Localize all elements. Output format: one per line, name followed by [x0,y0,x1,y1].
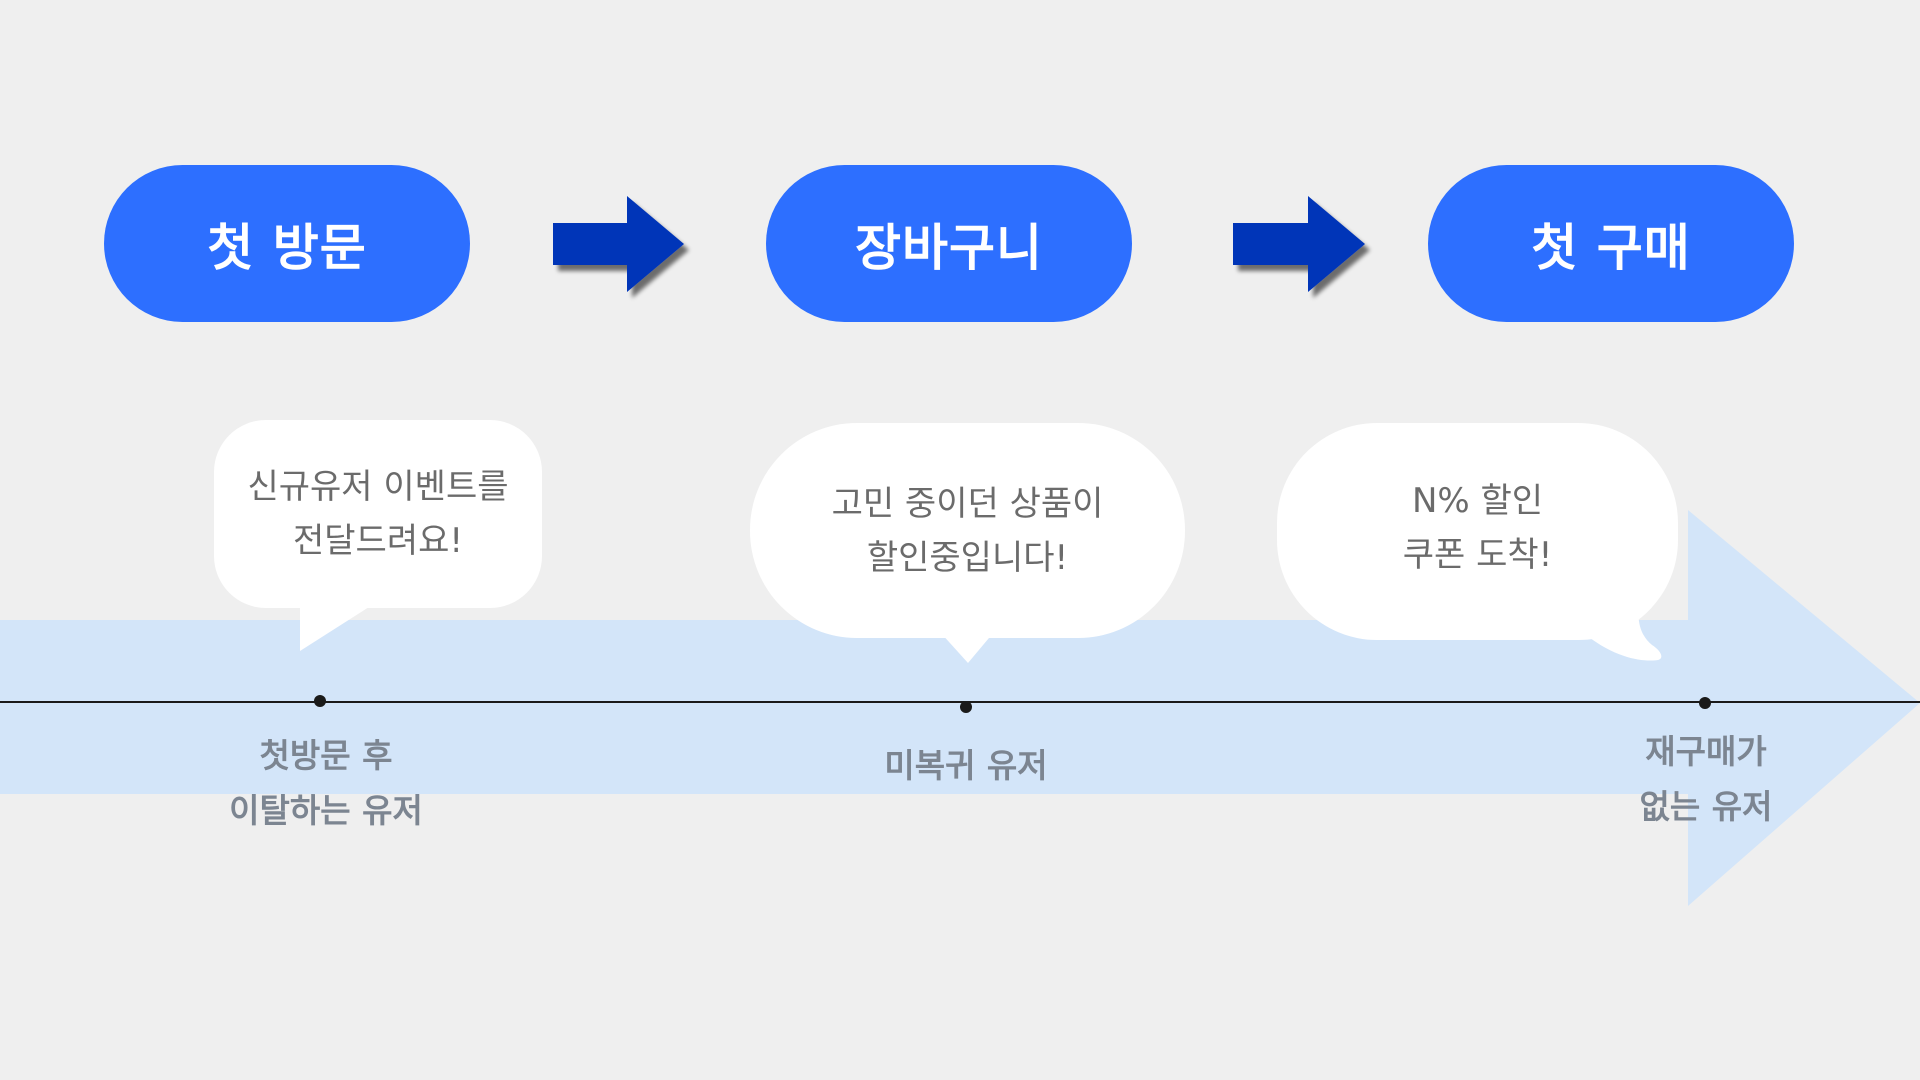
timeline-label-2-line-1: 미복귀 유저 [884,746,1048,785]
step-label-cart: 장바구니 [855,218,1043,277]
bubble-3-line-2: 쿠폰 도착! [1402,535,1553,575]
timeline-label-3: 재구매가 없는 유저 [1546,724,1866,834]
bubble-2-line-2: 할인중입니다! [866,537,1069,578]
speech-bubble-1 [214,420,542,651]
bubble-3-line-1: N% 할인 [1411,481,1544,521]
timeline-label-1-line-2: 이탈하는 유저 [229,791,423,830]
bubble-2-line-1: 고민 중이던 상품이 [831,483,1104,524]
timeline-label-3-line-1: 재구매가 [1645,732,1767,771]
bubble-text-3: N% 할인 쿠폰 도착! [1277,423,1678,633]
bubble-text-2: 고민 중이던 상품이 할인중입니다! [750,423,1185,638]
timeline-dot-2 [960,701,972,713]
speech-bubble-2 [750,423,1185,663]
bubble-text-1: 신규유저 이벤트를 전달드려요! [214,420,542,608]
bubble-1-line-1: 신규유저 이벤트를 [247,467,509,507]
timeline-band-arrow [0,510,1920,906]
right-arrow-icon [553,196,684,292]
step-pill-cart [766,165,1132,322]
timeline-label-2: 미복귀 유저 [806,738,1126,793]
timeline-label-1-line-1: 첫방문 후 [259,736,393,775]
timeline-label-3-line-2: 없는 유저 [1639,787,1773,826]
bubble-1-line-2: 전달드려요! [292,521,464,561]
speech-bubble-3 [1277,423,1678,661]
right-arrow-icon [1233,196,1365,292]
step-pill-first-purchase [1428,165,1794,322]
timeline-label-1: 첫방문 후 이탈하는 유저 [166,728,486,838]
step-label-first-visit: 첫 방문 [207,218,367,277]
timeline-dot-3 [1699,697,1711,709]
step-pill-first-visit [104,165,470,322]
step-label-first-purchase: 첫 구매 [1531,218,1691,277]
timeline-dot-1 [314,695,326,707]
